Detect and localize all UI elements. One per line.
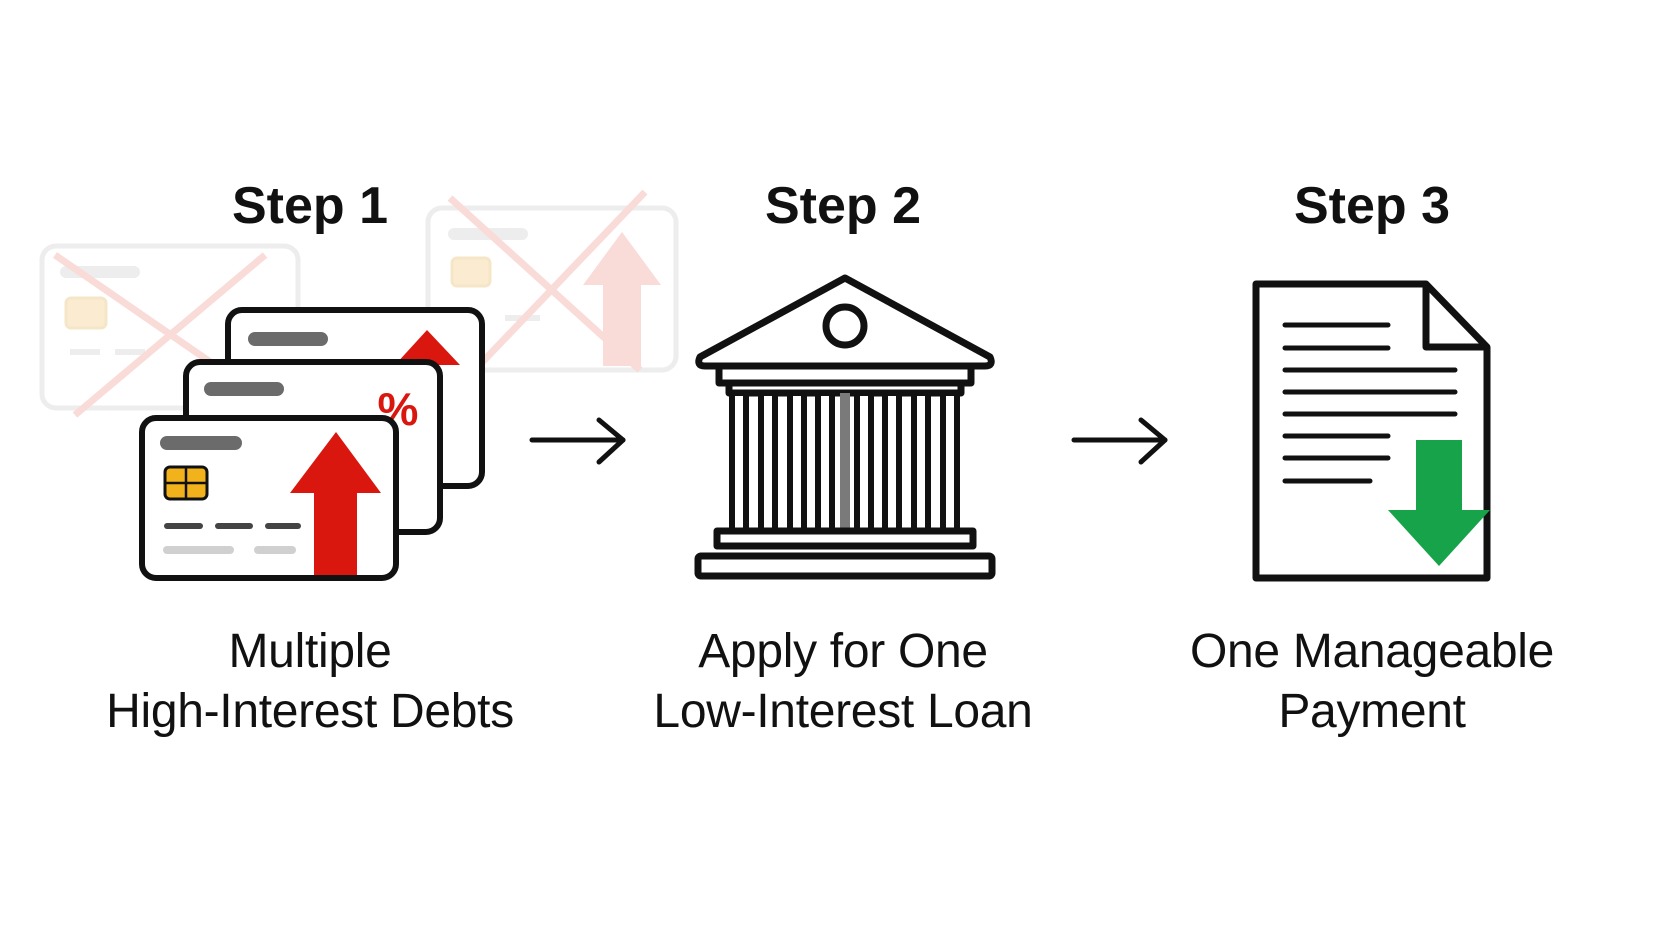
- step-3-caption: One Manageable Payment: [1092, 622, 1652, 742]
- document-download-icon: [1252, 280, 1491, 582]
- faded-card-right: [425, 189, 679, 378]
- step-1-caption-line-2: High-Interest Debts: [106, 685, 514, 738]
- card-chip-icon: [163, 465, 209, 501]
- step-1-caption-line-1: Multiple: [228, 625, 392, 678]
- arrow-right-icon: [1071, 417, 1168, 465]
- step-2-title: Step 2: [764, 177, 922, 235]
- credit-card-front: [139, 415, 399, 581]
- arrow-right-icon: [529, 417, 626, 465]
- step-3-caption-line-1: One Manageable: [1189, 625, 1555, 678]
- step-2-caption-line-1: Apply for One: [698, 625, 988, 678]
- step-3-caption-line-2: Payment: [1278, 685, 1466, 738]
- step-2-caption-line-2: Low-Interest Loan: [653, 685, 1033, 738]
- interest-up-arrow-icon: [290, 432, 381, 575]
- step-3-title: Step 3: [1293, 177, 1451, 235]
- step-1-title: Step 1: [231, 177, 389, 235]
- download-arrow-icon: [1388, 440, 1490, 566]
- bank-building-icon: [694, 274, 996, 580]
- step-1-caption: Multiple High-Interest Debts: [30, 622, 590, 742]
- credit-cards-icon: %: [39, 189, 679, 581]
- faded-card-left: [39, 243, 301, 418]
- step-2-caption: Apply for One Low-Interest Loan: [563, 622, 1123, 742]
